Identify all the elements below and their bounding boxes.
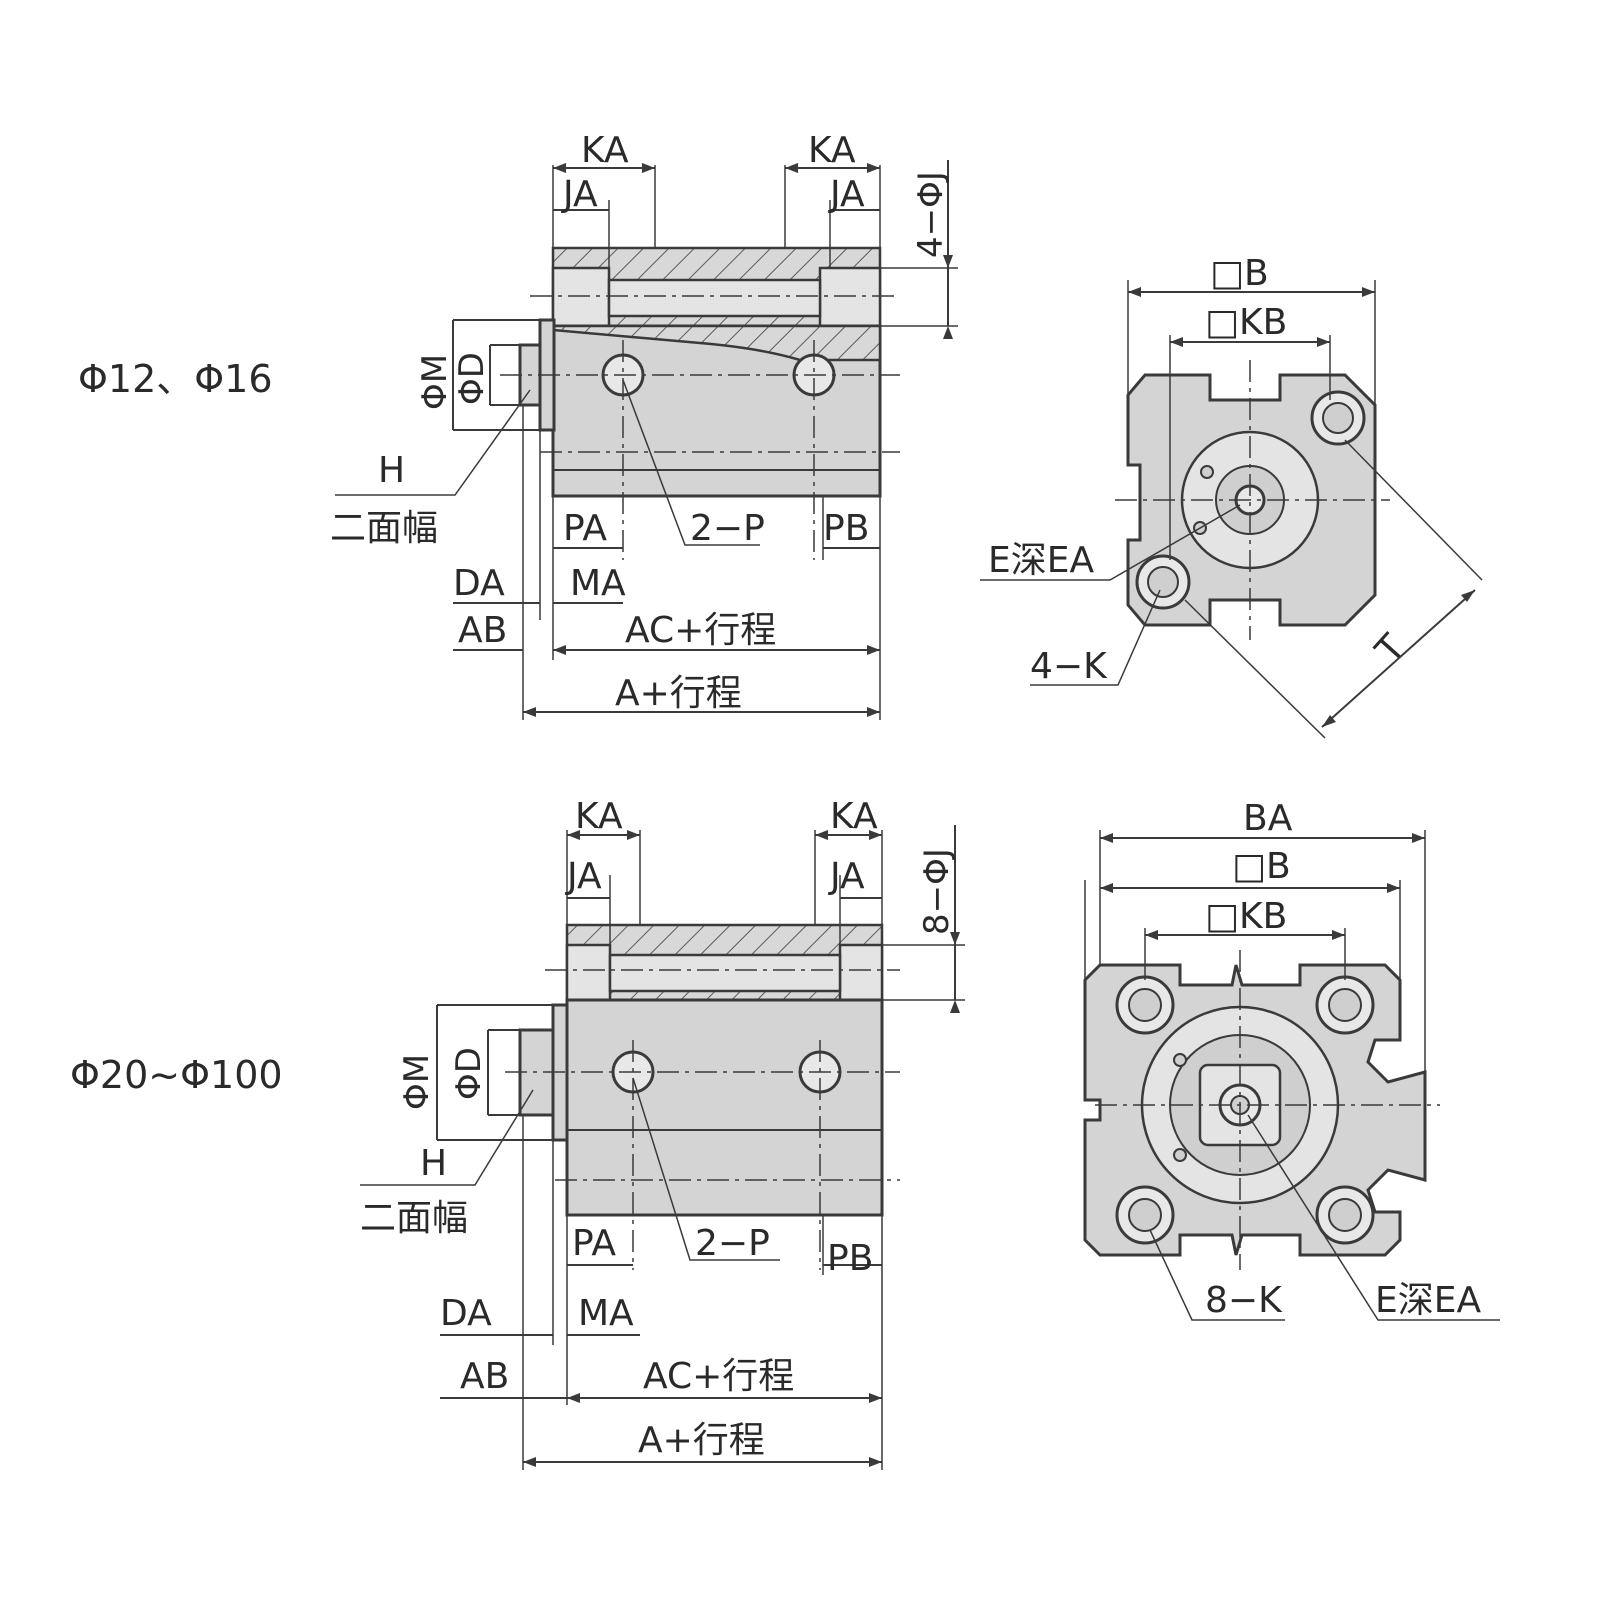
bottom-counterbore-right <box>838 943 884 1002</box>
bottom-ab: AB <box>460 1356 509 1397</box>
bottom-ja-right: JA <box>828 856 865 897</box>
bottom-a-stroke: A+行程 <box>638 1420 765 1461</box>
bottom-ports: 2−P <box>695 1223 770 1264</box>
top-end-k-holes: 4−K <box>1030 646 1108 687</box>
bottom-ka-right: KA <box>830 796 878 837</box>
top-wrench-flats: 二面幅 <box>330 508 438 549</box>
bottom-ma: MA <box>578 1293 634 1334</box>
bottom-end-kb: □KB <box>1205 896 1287 937</box>
bottom-end-b: □B <box>1232 846 1291 887</box>
top-da: DA <box>453 563 505 604</box>
top-end-t: T <box>1368 626 1415 671</box>
top-counterbore-right <box>818 266 882 328</box>
variant-bottom: Φ20~Φ100 <box>70 796 1500 1470</box>
top-ac-stroke: AC+行程 <box>625 610 776 651</box>
bottom-end-ba: BA <box>1243 798 1293 839</box>
top-ma: MA <box>570 563 626 604</box>
top-side-view: KA JA KA JA 4−ΦJ ΦM ΦD H 二面幅 PA 2−P PB D… <box>330 130 958 720</box>
top-pb: PB <box>823 508 869 549</box>
top-a-stroke: A+行程 <box>615 673 742 714</box>
top-through-hole <box>607 278 822 318</box>
bottom-end-k-holes: 8−K <box>1205 1280 1283 1321</box>
bottom-ka-left: KA <box>575 796 623 837</box>
top-ja-left: JA <box>561 174 598 215</box>
top-ports: 2−P <box>690 508 765 549</box>
bottom-cylinder-body <box>565 998 884 1217</box>
top-ka-right: KA <box>808 130 856 171</box>
bottom-da: DA <box>440 1293 492 1334</box>
top-dia-d: ΦD <box>452 352 492 405</box>
variant-top-title: Φ12、Φ16 <box>78 357 273 401</box>
bottom-wrench-flats: 二面幅 <box>360 1198 468 1239</box>
bottom-ja-left: JA <box>565 856 602 897</box>
top-pa: PA <box>563 508 607 549</box>
bottom-side-view: KA JA KA JA 8−ΦJ ΦM ΦD H 二面幅 PA 2−P PB D… <box>360 796 965 1470</box>
bottom-through-hole <box>608 953 842 993</box>
bottom-counterbore-left <box>565 943 612 1002</box>
variant-top: Φ12、Φ16 <box>78 130 1483 739</box>
variant-bottom-title: Φ20~Φ100 <box>70 1053 283 1097</box>
top-ja-right: JA <box>828 174 865 215</box>
top-h: H <box>378 450 405 491</box>
top-end-kb: □KB <box>1205 302 1287 343</box>
bottom-dia-d: ΦD <box>449 1047 489 1100</box>
top-holes: 4−ΦJ <box>911 171 951 258</box>
bottom-h: H <box>420 1143 447 1184</box>
bottom-holes: 8−ΦJ <box>917 848 957 935</box>
top-ka-left: KA <box>581 130 629 171</box>
bottom-dia-m: ΦM <box>397 1054 437 1110</box>
bottom-pa: PA <box>572 1223 616 1264</box>
bottom-end-view: BA □B □KB 8−K E深EA <box>1083 798 1500 1321</box>
bottom-ac-stroke: AC+行程 <box>643 1356 794 1397</box>
top-end-view: □B □KB E深EA 4−K T <box>980 253 1483 739</box>
bottom-pb: PB <box>827 1238 873 1279</box>
top-ab: AB <box>458 610 507 651</box>
top-counterbore-left <box>551 266 611 328</box>
top-end-b: □B <box>1210 253 1269 294</box>
top-end-e-depth: E深EA <box>988 540 1094 581</box>
bottom-end-e-depth: E深EA <box>1375 1280 1481 1321</box>
top-dia-m: ΦM <box>415 354 455 410</box>
